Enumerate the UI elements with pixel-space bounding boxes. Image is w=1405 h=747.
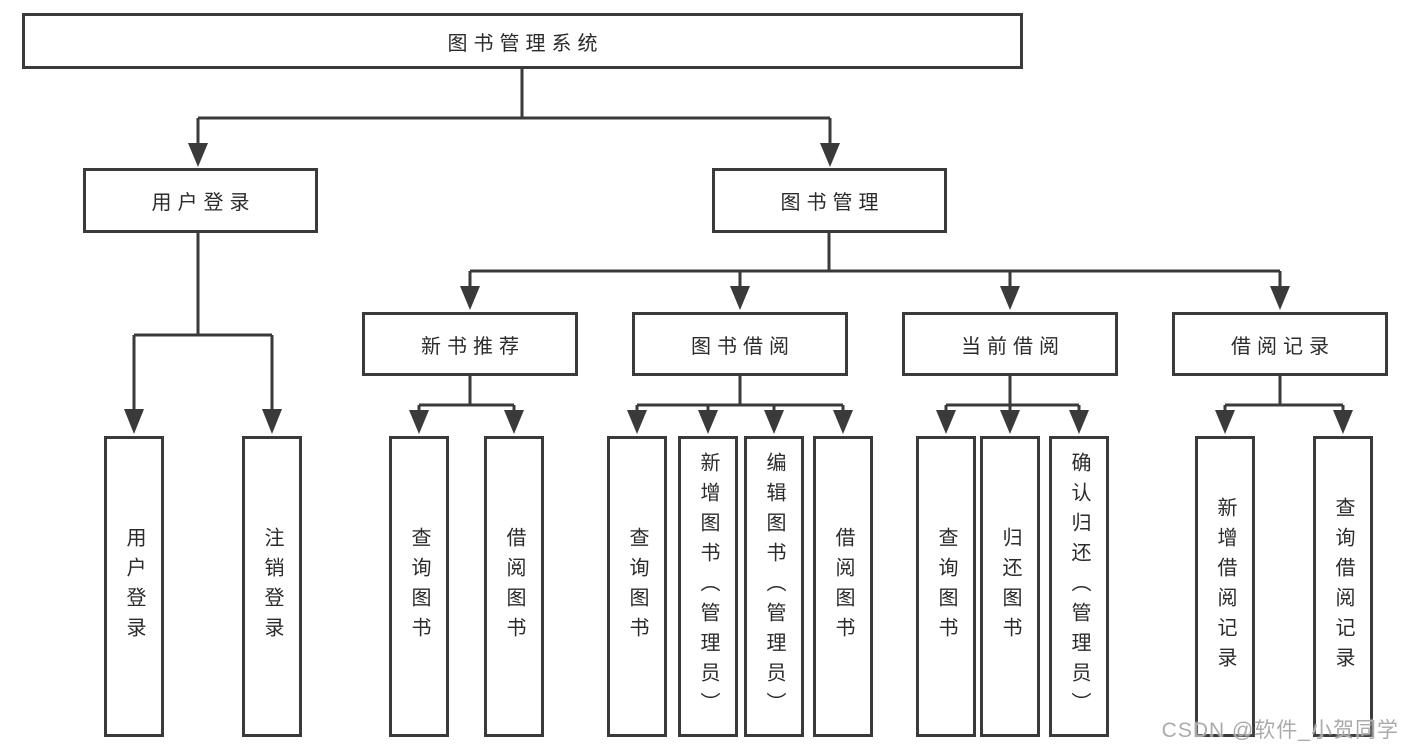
connector-current-children — [936, 376, 1089, 434]
arrowhead-book-mgmt — [820, 143, 840, 167]
node-borrowing-records: 借阅记录 — [1172, 312, 1388, 376]
connector-new-book-children — [409, 376, 524, 434]
leaf-query-books-borrowing: 查询图书 — [607, 436, 667, 737]
arrowhead-leaf-logout — [262, 409, 282, 434]
leaf-return-books: 归还图书 — [980, 436, 1040, 737]
node-borrowing-records-label: 借阅记录 — [1231, 335, 1335, 358]
node-current-borrowing-label: 当前借阅 — [961, 335, 1065, 358]
connector-records-children — [1215, 376, 1353, 434]
arrowhead-current — [1000, 286, 1020, 310]
connector-book-mgmt-children — [460, 233, 1290, 310]
node-book-management: 图书管理 — [712, 168, 947, 233]
leaf-query-books-current: 查询图书 — [916, 436, 976, 737]
arrowhead-new-book — [460, 286, 480, 310]
leaf-edit-books-admin: 编辑图书（管理员） — [744, 436, 804, 737]
node-user-login: 用户登录 — [83, 168, 318, 233]
leaf-borrow-books-recommend: 借阅图书 — [484, 436, 544, 737]
node-book-management-label: 图书管理 — [780, 192, 885, 214]
leaf-query-books-recommend: 查询图书 — [389, 436, 449, 737]
node-new-book-recommend: 新书推荐 — [362, 312, 578, 376]
arrowhead-leaf-login — [124, 409, 144, 434]
leaf-confirm-return-admin: 确认归还（管理员） — [1049, 436, 1109, 737]
leaf-query-borrow-record: 查询借阅记录 — [1313, 436, 1373, 737]
node-book-borrowing-label: 图书借阅 — [691, 335, 795, 358]
node-library-system: 图书管理系统 — [22, 13, 1023, 69]
leaf-logout: 注销登录 — [242, 436, 302, 737]
connector-user-login-children — [124, 232, 282, 434]
node-library-system-label: 图书管理系统 — [447, 32, 604, 55]
leaf-borrow-books: 借阅图书 — [813, 436, 873, 737]
leaf-add-books-admin: 新增图书（管理员） — [678, 436, 738, 737]
node-current-borrowing: 当前借阅 — [902, 312, 1118, 376]
leaf-add-borrow-record: 新增借阅记录 — [1195, 436, 1255, 737]
arrowhead-user-login — [188, 143, 208, 167]
node-book-borrowing: 图书借阅 — [632, 312, 848, 376]
connector-borrowing-children — [627, 376, 853, 434]
connector-root-to-level2 — [188, 68, 840, 167]
leaf-user-login: 用户登录 — [104, 436, 164, 737]
node-user-login-label: 用户登录 — [151, 192, 256, 214]
node-new-book-recommend-label: 新书推荐 — [421, 335, 525, 358]
arrowhead-borrowing — [730, 286, 750, 310]
csdn-watermark: CSDN @软件_小贺同学 — [1161, 719, 1399, 742]
arrowhead-records — [1270, 286, 1290, 310]
